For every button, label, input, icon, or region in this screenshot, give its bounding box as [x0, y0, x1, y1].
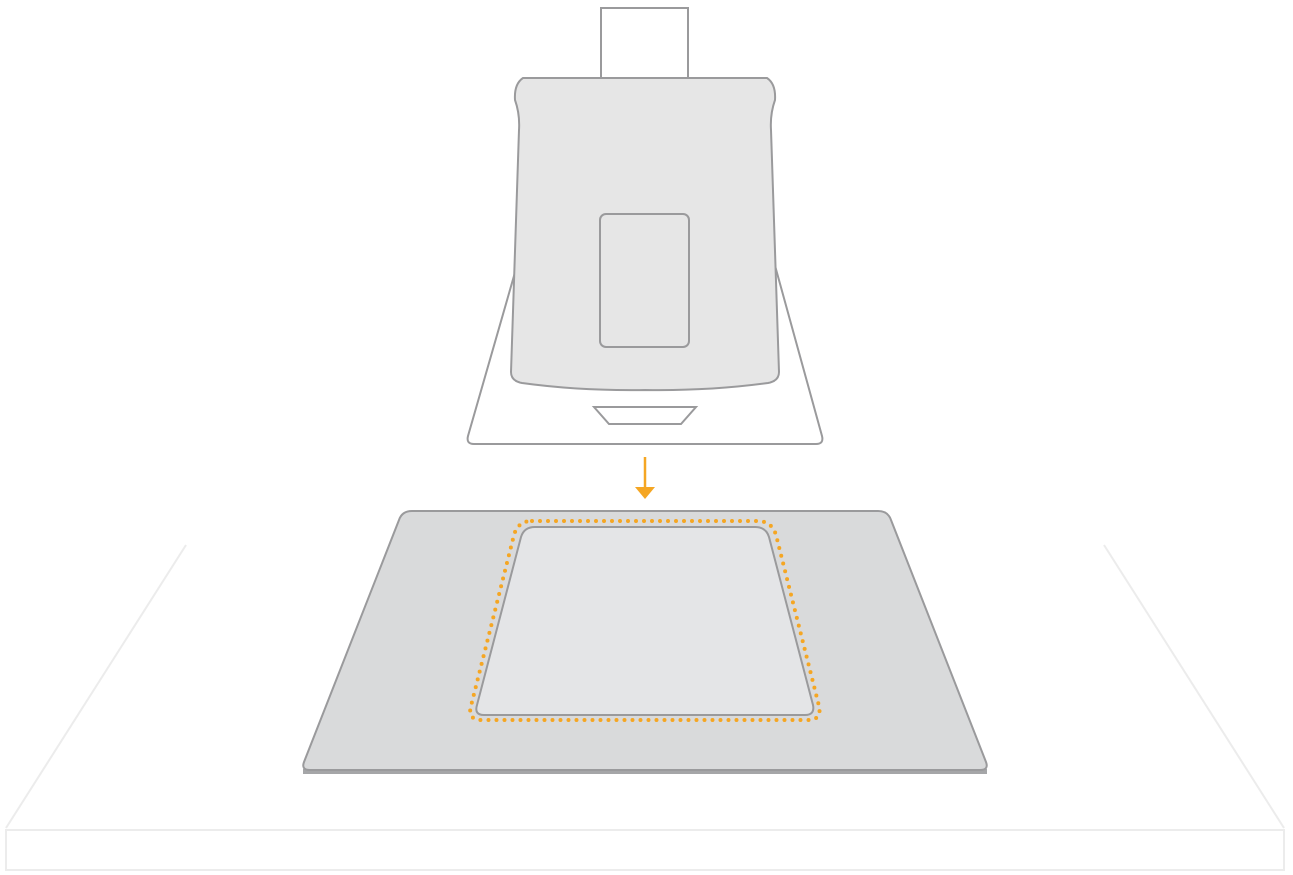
device [466, 7, 824, 445]
arrow-down-icon [635, 457, 655, 499]
table-right-edge [1103, 544, 1285, 829]
table-left-edge [5, 544, 187, 829]
device-foot-notch [591, 406, 699, 425]
table-front-edge [5, 829, 1285, 871]
dotted-outline-icon [468, 519, 822, 722]
pad [302, 510, 988, 774]
placement-target [475, 526, 815, 716]
device-connector [600, 7, 689, 81]
device-window [599, 213, 690, 348]
table-surface [5, 544, 1285, 871]
